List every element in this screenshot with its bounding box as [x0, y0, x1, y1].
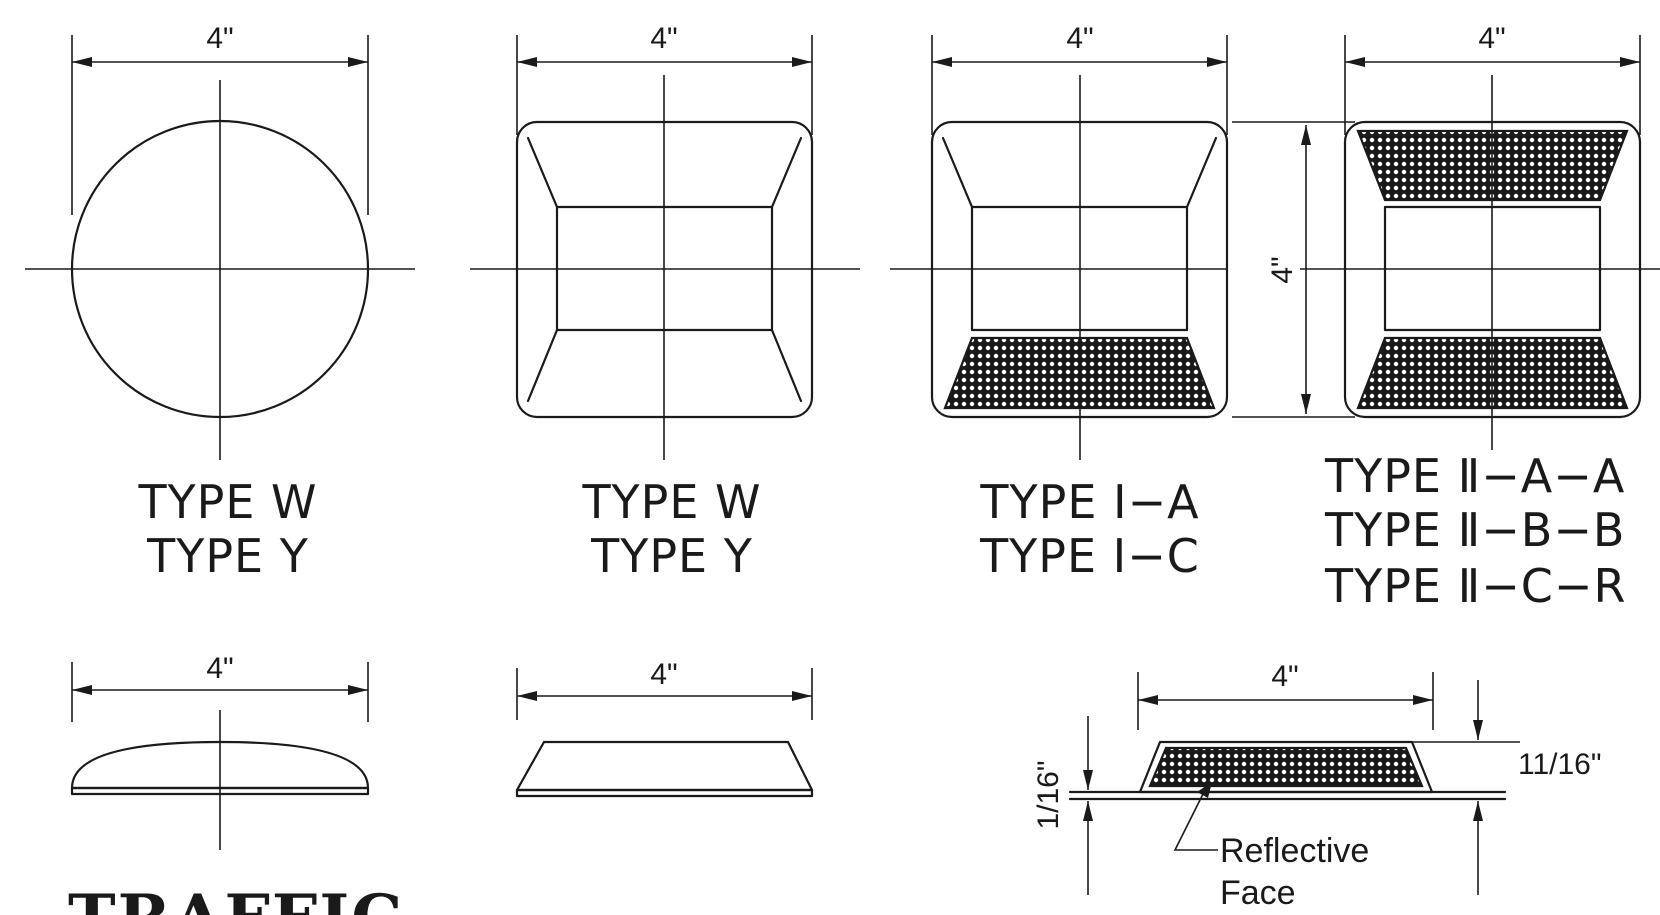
marker-height-dimension: 4" [1266, 256, 1299, 283]
base-thickness-dimension: 1/16" [1032, 760, 1065, 829]
reflective-marker-elevation: 4" 1/16" 11/16" [1032, 660, 1602, 895]
round-marker-plan-view: 4" [25, 22, 415, 460]
square-marker-type-line-2: TYPE Y [590, 529, 753, 583]
square-marker-elevation: 4" [515, 658, 814, 798]
two-way-type-line-3: TYPE Ⅱ−C−R [1324, 559, 1626, 613]
round-marker-type-line-2: TYPE Y [146, 529, 309, 583]
reflective-elevation-width-dimension: 4" [1271, 660, 1298, 693]
square-marker-type-line-1: TYPE W [581, 475, 761, 529]
two-way-marker-plan-view: 4" [1300, 22, 1660, 450]
reflective-face-label-line-1: Reflective [1220, 832, 1369, 870]
marker-height-elevation-dimension: 11/16" [1518, 748, 1602, 781]
square-elevation-width-dimension: 4" [650, 658, 677, 691]
round-width-dimension: 4" [206, 22, 233, 55]
two-way-type-line-2: TYPE Ⅱ−B−B [1324, 503, 1625, 557]
two-way-width-dimension: 4" [1478, 22, 1505, 55]
square-width-dimension: 4" [650, 22, 677, 55]
round-elevation-width-dimension: 4" [206, 652, 233, 685]
one-way-type-line-2: TYPE I−C [979, 529, 1200, 583]
drawing-title: TRAFFIC [68, 881, 404, 915]
one-way-marker-plan-view: 4" 4" [890, 22, 1355, 460]
one-way-type-line-1: TYPE I−A [979, 475, 1199, 529]
round-marker-elevation: 4" [70, 652, 370, 850]
square-marker-plan-view: 4" [470, 22, 860, 460]
round-marker-outline [70, 119, 370, 419]
reflective-face-label-line-2: Face [1220, 874, 1296, 912]
one-way-width-dimension: 4" [1066, 22, 1093, 55]
round-marker-type-line-1: TYPE W [137, 475, 317, 529]
reflective-face-side [1148, 746, 1424, 788]
two-way-type-line-1: TYPE Ⅱ−A−A [1324, 449, 1625, 503]
